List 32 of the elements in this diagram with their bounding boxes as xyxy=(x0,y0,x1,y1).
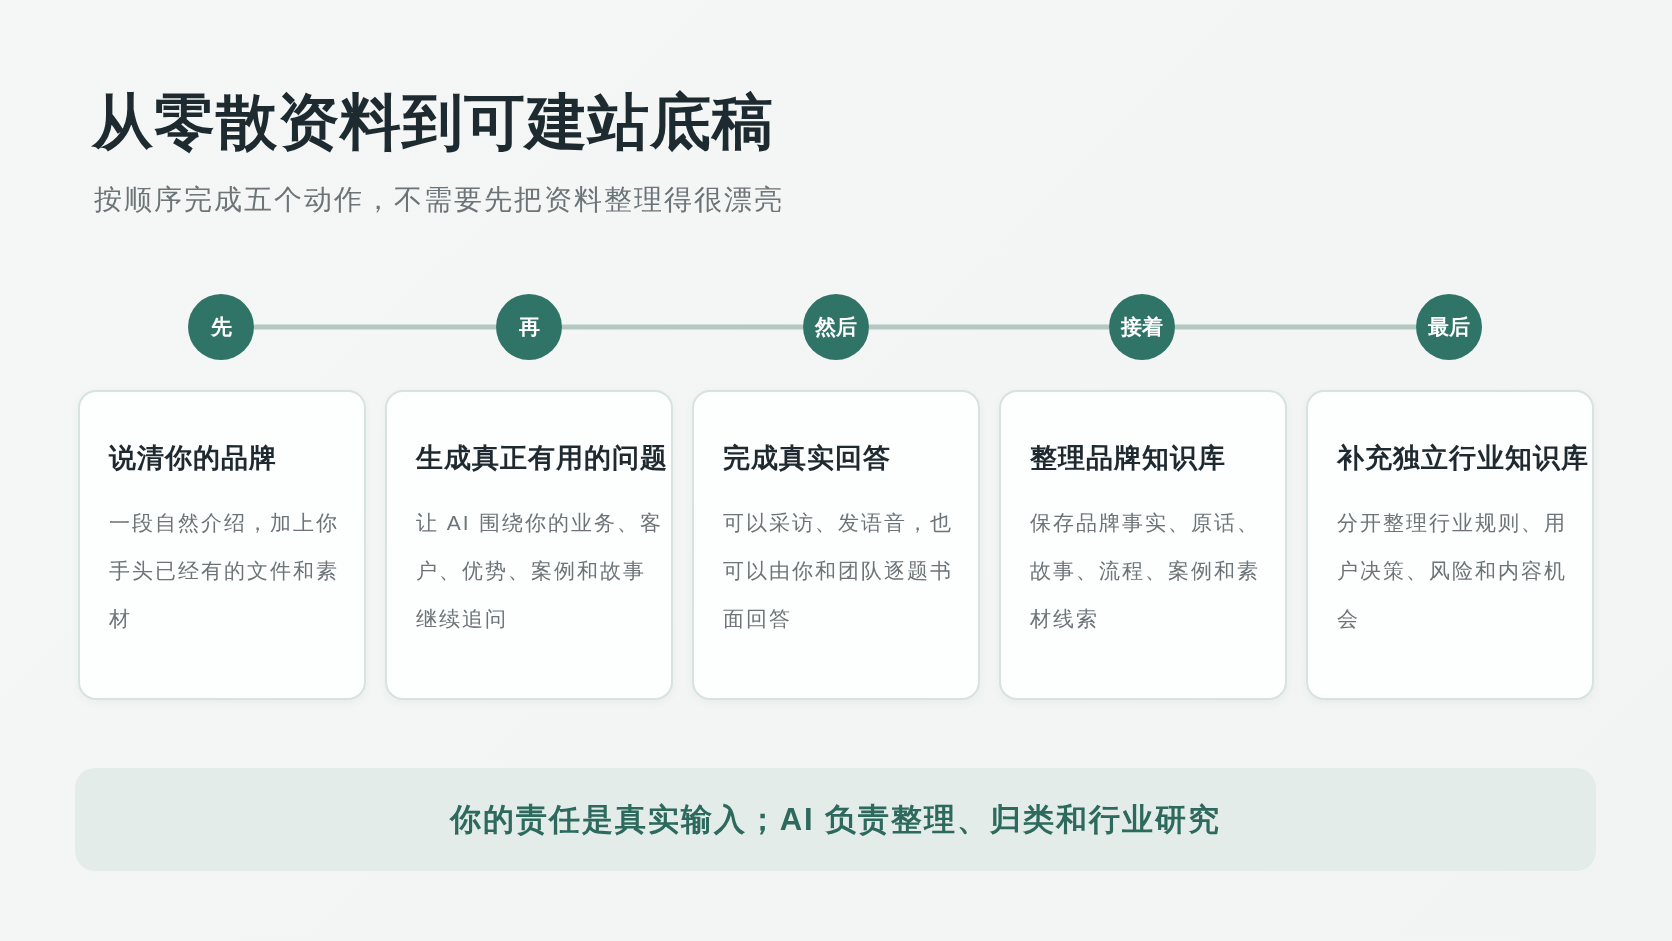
step-label: 接着 xyxy=(1121,315,1163,339)
card-description: 一段自然介绍，加上你手头已经有的文件和素材 xyxy=(109,510,340,632)
title: 从零散资料到可建站底稿 xyxy=(92,87,774,158)
step-circle xyxy=(803,294,869,360)
connector-line xyxy=(562,324,803,330)
step-label: 先 xyxy=(210,315,232,339)
step-card xyxy=(385,390,673,700)
card-description: 保存品牌事实、原话、故事、流程、案例和素材线索 xyxy=(1030,510,1261,632)
step-label: 最后 xyxy=(1428,315,1470,339)
step-circle xyxy=(496,294,562,360)
card-heading: 补充独立行业知识库 xyxy=(1337,442,1589,475)
card-heading: 说清你的品牌 xyxy=(109,442,277,475)
step-card xyxy=(692,390,980,700)
step-card xyxy=(1306,390,1594,700)
connector-line xyxy=(254,324,496,330)
step-circle xyxy=(1416,294,1482,360)
connector-line xyxy=(1175,324,1416,330)
card-description: 让 AI 围绕你的业务、客户、优势、案例和故事继续追问 xyxy=(416,510,664,632)
step-circle xyxy=(188,294,254,360)
card-heading: 整理品牌知识库 xyxy=(1030,442,1226,475)
step-label: 再 xyxy=(518,315,540,339)
card-description: 分开整理行业规则、用户决策、风险和内容机会 xyxy=(1337,510,1568,632)
card-description: 可以采访、发语音，也可以由你和团队逐题书面回答 xyxy=(723,510,954,632)
banner-text: 你的责任是真实输入；AI 负责整理、归类和行业研究 xyxy=(449,800,1222,839)
step-card xyxy=(78,390,366,700)
step-card xyxy=(999,390,1287,700)
card-heading: 生成真正有用的问题 xyxy=(416,442,668,475)
step-label: 然后 xyxy=(815,315,857,339)
card-heading: 完成真实回答 xyxy=(723,442,891,475)
connector-line xyxy=(869,324,1109,330)
step-circle xyxy=(1109,294,1175,360)
subtitle: 按顺序完成五个动作，不需要先把资料整理得很漂亮 xyxy=(94,183,784,217)
